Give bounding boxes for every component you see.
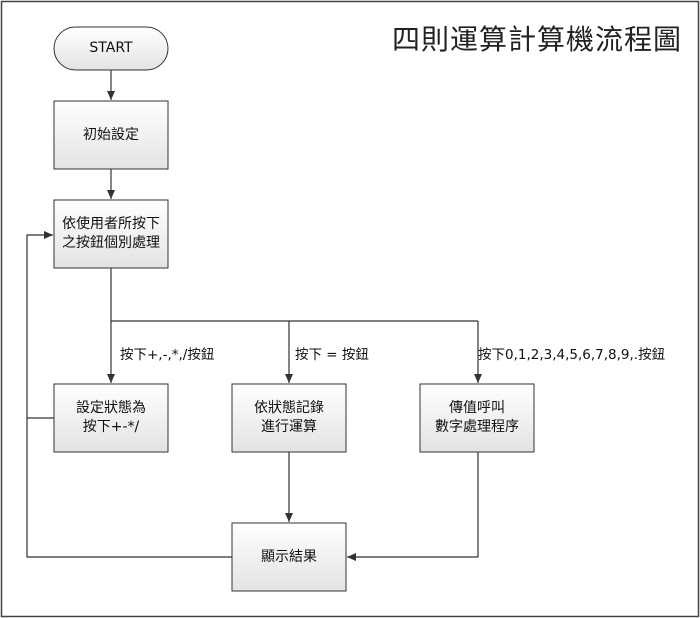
compute-node: 依狀態記錄 進行運算 — [254, 400, 324, 435]
edge-digits-to-display — [347, 452, 479, 561]
edge-label-operator: 按下+,-,*,/按鈕 — [120, 347, 215, 363]
digits-node: 傳值呼叫 數字處理程序 — [435, 400, 519, 435]
set-state-node-shape — [53, 383, 169, 453]
edge-label-equals: 按下 = 按鈕 — [295, 347, 369, 363]
edge-dispatch-split — [110, 268, 478, 322]
set-state-node: 設定狀態為 按下+-*/ — [76, 400, 146, 435]
diagram-title: 四則運算計算機流程圖 — [391, 23, 682, 56]
start-node: START — [89, 40, 133, 57]
display-node-shape — [231, 522, 347, 592]
init-node-shape — [53, 100, 169, 170]
init-node: 初始設定 — [83, 126, 139, 143]
display-node: 顯示結果 — [261, 548, 317, 565]
dispatch-node: 依使用者所按下 之按鈕個別處理 — [62, 216, 160, 251]
digits-node-shape — [419, 383, 535, 453]
edge-label-digit: 按下0,1,2,3,4,5,6,7,8,9,.按鈕 — [478, 347, 666, 363]
compute-node-shape — [231, 383, 347, 453]
edge-loop-back — [26, 231, 232, 558]
dispatch-node-shape — [53, 199, 169, 269]
